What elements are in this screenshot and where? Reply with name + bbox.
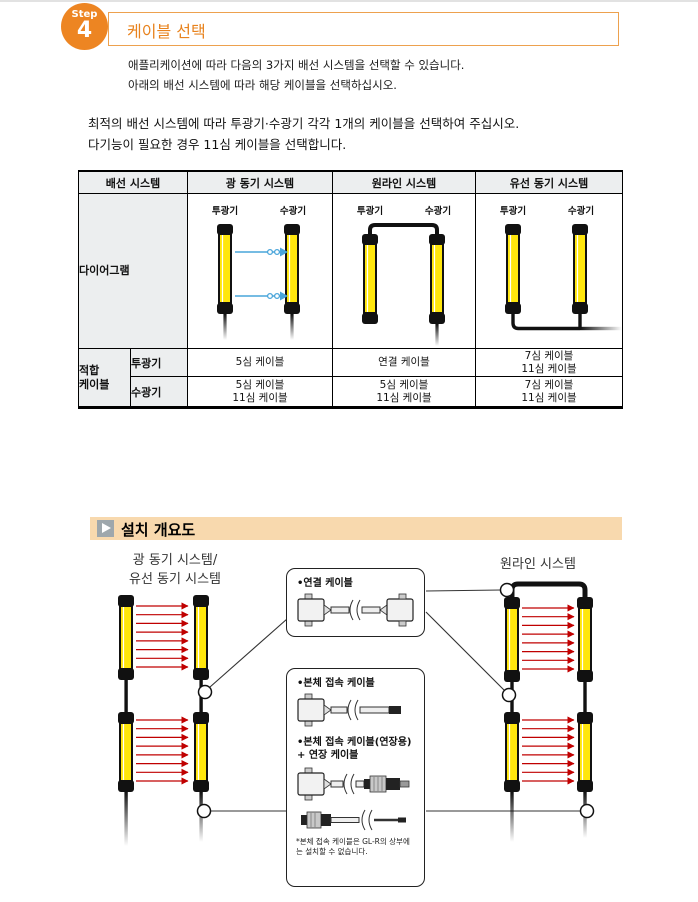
intro-text: 애플리케이션에 따라 다음의 3가지 배선 시스템을 선택할 수 있습니다. 아… (128, 55, 464, 95)
col-header-wiring-system: 배선 시스템 (78, 170, 188, 194)
connector-circle (197, 684, 213, 700)
one-line-diagram (362, 223, 445, 346)
table-header-row: 배선 시스템 광 동기 시스템 원라인 시스템 유선 동기 시스템 (78, 170, 623, 194)
page-top-rule (0, 0, 698, 2)
step-word: Step (71, 9, 98, 20)
body-cable-extension-drawing (297, 767, 410, 801)
body-cable-drawing (297, 693, 401, 727)
cell-oneline-emitter: 연결 케이블 (332, 348, 476, 377)
left-system-label: 광 동기 시스템/ 유선 동기 시스템 (129, 553, 221, 587)
connector-lines (209, 589, 581, 812)
diagram-wired-sync: 투광기 수광기 (476, 194, 622, 348)
wiring-system-table: 배선 시스템 광 동기 시스템 원라인 시스템 유선 동기 시스템 다이어그램 … (78, 170, 623, 409)
row-label-receiver: 수광기 (130, 376, 188, 408)
intro-line-1: 애플리케이션에 따라 다음의 3가지 배선 시스템을 선택할 수 있습니다. (128, 58, 465, 72)
col-header-optical-sync: 광 동기 시스템 (187, 170, 333, 194)
page-title-box: 케이블 선택 (108, 12, 619, 46)
section-header-bar: 설치 개요도 (90, 517, 622, 540)
body-cable-label: •본체 접속 케이블 (297, 678, 375, 689)
wired-sync-diagram (505, 224, 622, 331)
diagram-row-label: 다이어그램 (78, 193, 188, 349)
table-row: 적합 케이블 투광기 5심 케이블 연결 케이블 7심 케이블 11심 케이블 (78, 348, 623, 408)
receiver-label: 수광기 (567, 206, 595, 217)
emitter-label: 투광기 (211, 206, 239, 217)
installation-overview-diagram (117, 581, 595, 846)
connection-cable-drawing (297, 593, 414, 627)
receiver-label: 수광기 (424, 206, 452, 217)
connection-cable-box: •연결 케이블 (286, 568, 425, 637)
instruction-line-1: 최적의 배선 시스템에 따라 투광기·수광기 각각 1개의 케이블을 선택하여 … (88, 116, 520, 131)
col-header-wired-sync: 유선 동기 시스템 (475, 170, 623, 194)
receiver-label: 수광기 (279, 206, 307, 217)
diagram-one-line: 투광기 수광기 (333, 194, 475, 348)
connector-circle (501, 687, 517, 703)
section-arrow-icon (97, 520, 114, 537)
row-label-emitter: 투광기 (130, 348, 188, 377)
table-row: 수광기 5심 케이블 11심 케이블 5심 케이블 11심 케이블 7심 케이블… (79, 376, 623, 408)
connector-circle (579, 803, 595, 819)
left-system-diagram (117, 594, 213, 846)
cell-wired-receiver: 7심 케이블 11심 케이블 (475, 376, 623, 408)
cell-optical-emitter: 5심 케이블 (187, 348, 333, 377)
footnote-text: *본체 접속 케이블은 GL-R의 상부에는 설치할 수 없습니다. (296, 837, 410, 856)
emitter-label: 투광기 (356, 206, 384, 217)
cell-wired-emitter: 7심 케이블 11심 케이블 (475, 348, 623, 377)
optical-sync-diagram (217, 224, 300, 340)
cell-optical-receiver: 5심 케이블 11심 케이블 (187, 376, 333, 408)
emitter-label: 투광기 (499, 206, 527, 217)
step-badge: Step 4 (61, 3, 108, 50)
instruction-text: 최적의 배선 시스템에 따라 투광기·수광기 각각 1개의 케이블을 선택하여 … (88, 113, 519, 155)
col-header-one-line: 원라인 시스템 (332, 170, 476, 194)
right-system-diagram (499, 581, 595, 842)
step-number: 4 (76, 18, 93, 43)
instruction-line-2: 다기능이 필요한 경우 11심 케이블을 선택합니다. (88, 137, 347, 152)
cell-oneline-receiver: 5심 케이블 11심 케이블 (332, 376, 476, 408)
section-title: 설치 개요도 (121, 521, 196, 539)
body-cable-extension-label: •본체 접속 케이블(연장용) + 연장 케이블 (297, 737, 412, 761)
intro-line-2: 아래의 배선 시스템에 따라 해당 케이블을 선택하십시오. (128, 78, 397, 92)
page-title: 케이블 선택 (127, 22, 206, 41)
connection-cable-label: •연결 케이블 (297, 578, 353, 589)
body-connection-cable-box: •본체 접속 케이블 •본체 접속 케이블(연장용) + 연장 케이블 (286, 668, 425, 887)
light-beam-arrows-blue (235, 247, 288, 301)
cable-group-label: 적합 케이블 (78, 348, 131, 408)
extension-cable-drawing (301, 809, 406, 831)
diagram-optical-sync: 투광기 수광기 (188, 194, 332, 348)
right-system-label: 원라인 시스템 (500, 557, 576, 572)
connector-circle (499, 582, 515, 598)
diagram-row: 다이어그램 투광기 수광기 (78, 193, 623, 349)
connector-circle (196, 803, 212, 819)
